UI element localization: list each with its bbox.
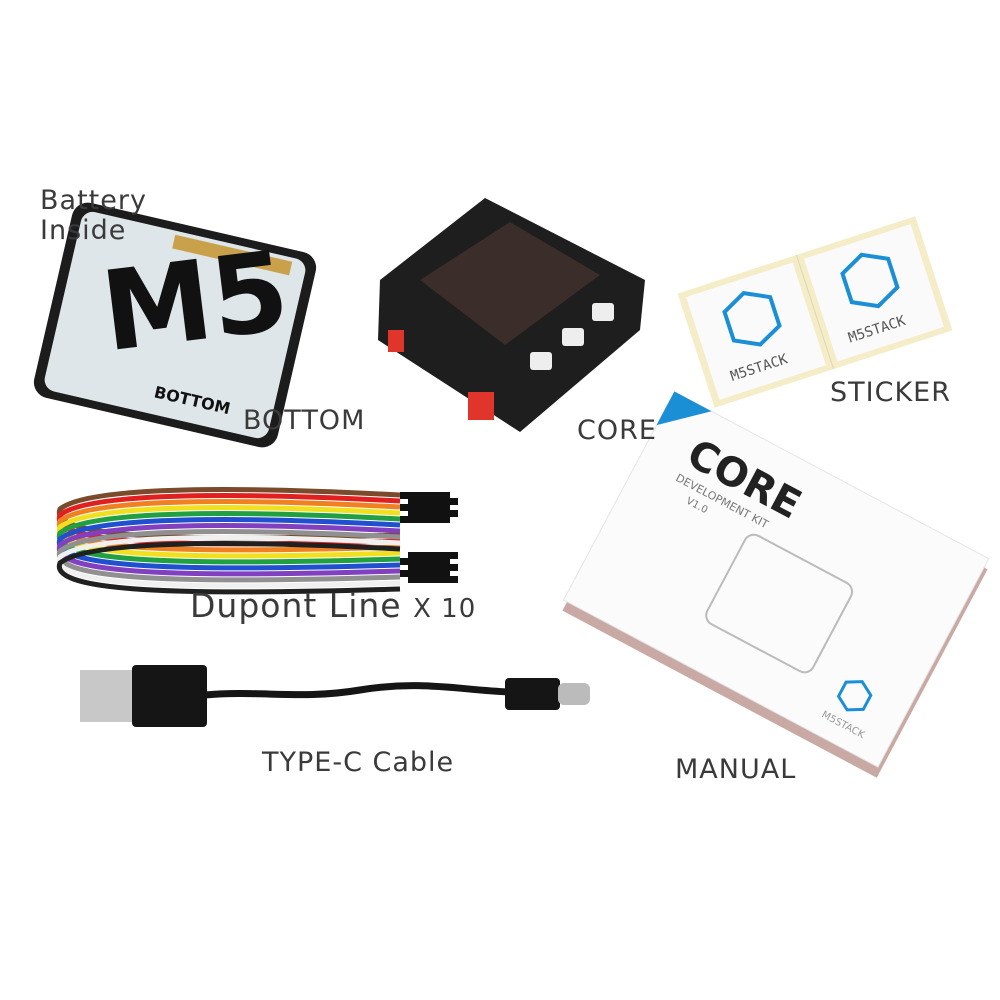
manual-booklet: CORE DEVELOPMENT KIT V1.0 M5STACK [562,390,990,778]
wire [56,517,401,571]
cable-label: TYPE-C Cable [262,747,455,778]
core-button-c [592,303,614,321]
wire [56,505,401,559]
battery-inside-label: Battery Inside [40,186,147,245]
bottom-label: BOTTOM [243,405,366,436]
wire [56,541,401,595]
wire [56,523,401,577]
core-label: CORE [577,415,657,446]
wire-connector [400,516,450,523]
wire [56,511,401,565]
wire-connector [408,552,458,559]
wire [56,535,401,589]
sticker-label: STICKER [830,377,951,408]
wire-connector [408,510,458,517]
core-button-a [530,352,552,370]
sticker-sheet: M5STACK M5STACK [677,216,953,408]
wire-connector [400,558,450,565]
dupont-label: Dupont Line X 10 [190,586,477,625]
type-c-cable [80,665,590,727]
wire [56,499,401,553]
dupont-wires [56,487,458,595]
wire-connector [408,564,458,571]
core-device [378,198,645,432]
dupont-label-main: Dupont Line [190,586,402,625]
wire-connector [408,498,458,505]
bottom-module: M5 BOTTOM [33,202,317,448]
m5-logo: M5 [95,227,295,377]
dupont-label-count: X 10 [413,594,477,624]
manual-label: MANUAL [675,754,797,785]
core-button-b [562,328,584,346]
wire [56,529,401,583]
battery-label-line1: Battery [40,185,147,216]
wire-connector [400,504,450,511]
battery-label-line2: Inside [40,214,127,246]
wire-connector [400,492,450,499]
wire-connector [400,570,450,577]
wire-connector [408,576,458,583]
